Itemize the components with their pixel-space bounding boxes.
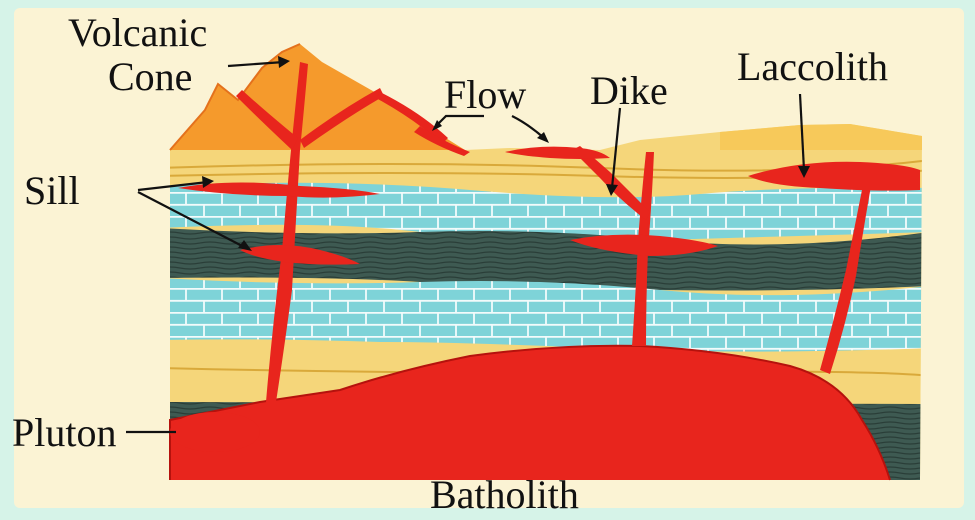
laccolith-label: Laccolith [737,44,888,89]
volcanic-cone-label-line1: Volcanic [68,10,207,55]
dike-label: Dike [590,68,668,113]
sill-label: Sill [24,168,80,213]
batholith-label: Batholith [430,472,579,515]
pluton-label: Pluton [12,410,116,455]
flow-label: Flow [444,72,526,117]
volcanic-cone-label-line2: Cone [108,54,192,99]
pluton [170,412,260,452]
